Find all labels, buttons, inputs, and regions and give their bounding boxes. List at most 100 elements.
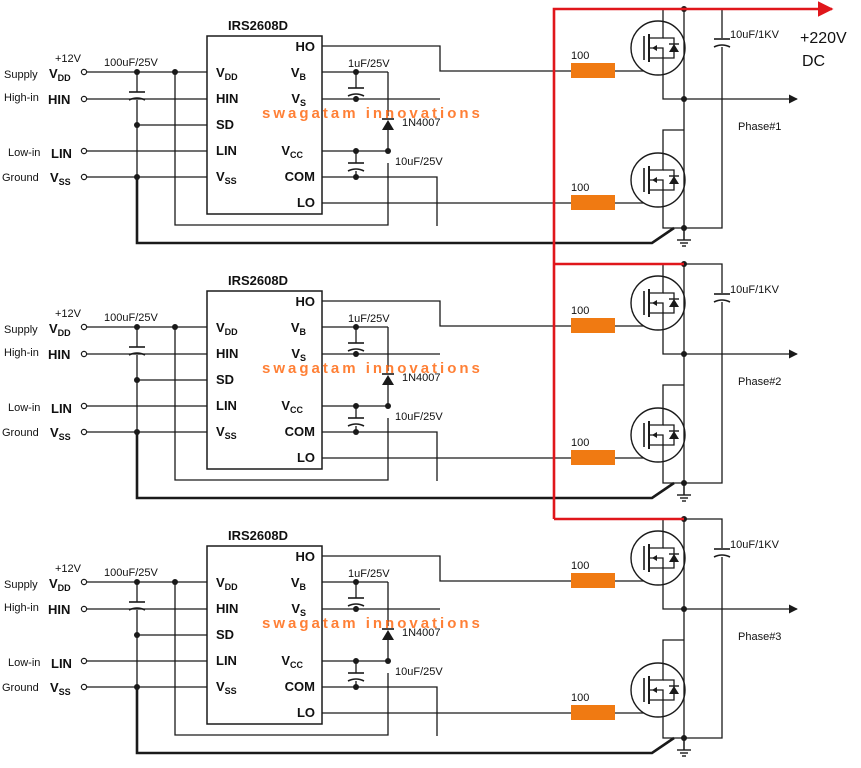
junction-dot xyxy=(353,429,359,435)
capacitor-plate xyxy=(347,423,365,427)
junction-dot xyxy=(385,148,391,154)
low-in-pin-label: LIN xyxy=(51,401,72,416)
wire xyxy=(322,686,438,736)
subscript: DD xyxy=(225,582,238,592)
ic-part-number: IRS2608D xyxy=(228,273,288,288)
high-in-label: High-in xyxy=(4,602,39,614)
ic-body xyxy=(206,290,323,470)
input-terminal xyxy=(80,95,88,103)
phase-output-label: Phase#1 xyxy=(738,121,781,133)
capacitor-plate xyxy=(128,97,146,101)
vcc-capacitor-label: 10uF/25V xyxy=(395,666,443,678)
input-terminal xyxy=(80,173,88,181)
gate-resistor-high xyxy=(571,63,615,78)
mosfet-arrow xyxy=(652,177,657,183)
wire xyxy=(662,75,684,100)
low-in-pin-label: LIN xyxy=(51,146,72,161)
input-terminal xyxy=(80,428,88,436)
ground-return-wire xyxy=(135,432,675,500)
gate-resistor-high-label: 100 xyxy=(571,50,589,62)
ic-part-number: IRS2608D xyxy=(228,18,288,33)
wire xyxy=(684,47,723,229)
body-diode xyxy=(669,299,679,307)
supply-type-label: DC xyxy=(802,53,825,70)
subscript: DD xyxy=(225,72,238,82)
gate-resistor-low-label: 100 xyxy=(571,692,589,704)
body-diode xyxy=(669,44,679,52)
ground-pin-label: VSS xyxy=(50,170,71,187)
junction-dot xyxy=(134,579,140,585)
dc-bus: +220V DC xyxy=(552,1,847,521)
ground-return-wire xyxy=(135,687,675,755)
subscript: SS xyxy=(59,177,71,187)
gate-resistor-low-label: 100 xyxy=(571,182,589,194)
junction-dot xyxy=(353,606,359,612)
ground-pin-label: VSS xyxy=(50,680,71,697)
supply-input-label: Supply xyxy=(4,69,38,81)
wire xyxy=(662,330,684,355)
junction-dot xyxy=(385,403,391,409)
low-in-label: Low-in xyxy=(8,402,40,414)
subscript: S xyxy=(300,608,306,618)
diode-1n4007 xyxy=(382,375,394,385)
subscript: DD xyxy=(58,328,71,338)
pin-hin: HIN xyxy=(216,601,238,616)
bus-capacitor-label: 10uF/1KV xyxy=(730,29,780,41)
diode-label: 1N4007 xyxy=(402,372,441,384)
wire xyxy=(662,518,684,531)
input-terminal xyxy=(80,605,88,613)
low-in-label: Low-in xyxy=(8,147,40,159)
subscript: SS xyxy=(225,686,237,696)
wire xyxy=(662,384,684,408)
input-terminal xyxy=(80,68,88,76)
mosfet-arrow xyxy=(652,687,657,693)
pin-lin: LIN xyxy=(216,398,237,413)
vcc-capacitor-label: 10uF/25V xyxy=(395,156,443,168)
gate-resistor-high xyxy=(571,318,615,333)
supply-capacitor-label: 100uF/25V xyxy=(104,567,158,579)
gate-resistor-low xyxy=(571,195,615,210)
low-in-pin-label: LIN xyxy=(51,656,72,671)
high-in-label: High-in xyxy=(4,347,39,359)
capacitor-plate xyxy=(347,93,365,97)
ground-pin-label: VSS xyxy=(50,425,71,442)
pin-lin: LIN xyxy=(216,653,237,668)
wire xyxy=(684,8,723,38)
phase-output-label: Phase#3 xyxy=(738,631,781,643)
ground-input-label: Ground xyxy=(2,172,39,184)
wire xyxy=(174,72,389,226)
gate-resistor-high xyxy=(571,573,615,588)
bootstrap-capacitor-label: 1uF/25V xyxy=(348,313,390,325)
capacitor-plate xyxy=(713,299,731,303)
high-in-pin-label: HIN xyxy=(48,92,70,107)
input-terminal xyxy=(80,147,88,155)
mosfet-arrow xyxy=(652,45,657,51)
body-diode xyxy=(669,554,679,562)
bootstrap-capacitor-label: 1uF/25V xyxy=(348,568,390,580)
wire xyxy=(684,557,723,739)
ic-part-number: IRS2608D xyxy=(228,528,288,543)
junction-dot xyxy=(353,174,359,180)
ic-body xyxy=(206,545,323,725)
gate-resistor-high-label: 100 xyxy=(571,305,589,317)
wire xyxy=(684,302,723,484)
input-terminal xyxy=(80,578,88,586)
capacitor-plate xyxy=(347,168,365,172)
bus-capacitor-label: 10uF/1KV xyxy=(730,284,780,296)
capacitor-plate xyxy=(347,348,365,352)
junction-dot xyxy=(353,351,359,357)
wire xyxy=(174,582,389,736)
wire xyxy=(322,176,438,226)
body-diode xyxy=(669,176,679,184)
subscript: S xyxy=(300,353,306,363)
wire xyxy=(662,717,684,739)
pin-lo: LO xyxy=(297,195,315,210)
stage-2: IRS2608DVDDHINSDLINVSSHOVBVSVCCCOMLO+12V… xyxy=(2,261,798,502)
capacitor-plate xyxy=(128,607,146,611)
wire xyxy=(662,8,684,21)
input-terminal xyxy=(80,350,88,358)
wire xyxy=(322,431,438,481)
input-terminal xyxy=(80,657,88,665)
wire xyxy=(662,585,684,610)
